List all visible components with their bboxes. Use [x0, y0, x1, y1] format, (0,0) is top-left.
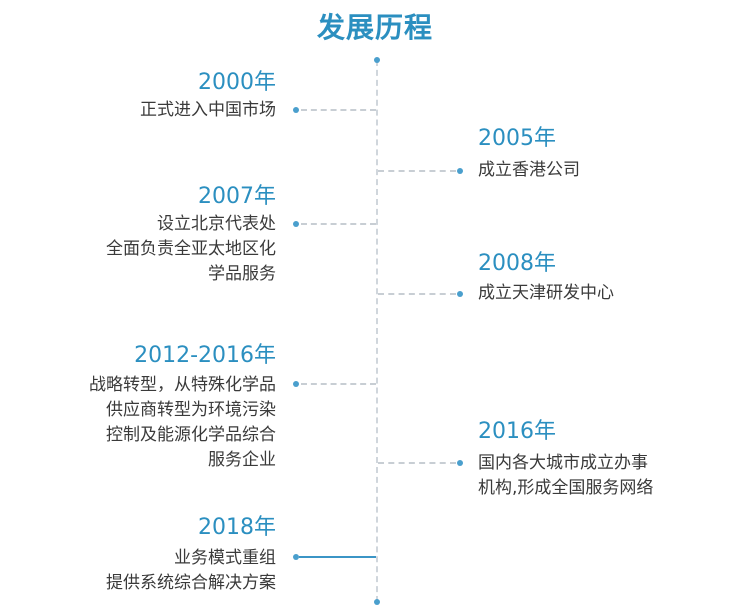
event-dot	[457, 168, 463, 174]
event-year: 2008年	[478, 251, 556, 276]
event-line: 成立天津研发中心	[478, 283, 614, 303]
event-year: 2018年	[198, 515, 276, 540]
event-dot	[293, 554, 299, 560]
event-description: 国内各大城市成立办事 机构,形成全国服务网络	[478, 451, 653, 501]
event-dot	[293, 381, 299, 387]
event-dot	[457, 291, 463, 297]
event-year: 2007年	[198, 184, 276, 209]
event-line: 业务模式重组	[174, 548, 276, 568]
event-line: 提供系统综合解决方案	[106, 573, 276, 593]
event-line: 控制及能源化学品综合	[106, 425, 276, 445]
event-year: 2012-2016年	[134, 343, 276, 368]
timeline-bottom-dot	[374, 599, 380, 605]
event-connector	[301, 109, 376, 111]
event-connector	[378, 170, 456, 172]
event-year: 2005年	[478, 126, 556, 151]
event-line: 战略转型，从特殊化学品	[89, 375, 276, 395]
event-line: 服务企业	[208, 450, 276, 470]
event-year: 2016年	[478, 419, 556, 444]
event-description: 成立香港公司	[478, 158, 580, 183]
event-line: 机构,形成全国服务网络	[478, 478, 654, 498]
event-description: 战略转型，从特殊化学品 供应商转型为环境污染 控制及能源化学品综合 服务企业	[89, 373, 276, 473]
event-description: 设立北京代表处 全面负责全亚太地区化 学品服务	[106, 212, 276, 287]
event-connector	[301, 383, 376, 385]
event-line: 学品服务	[208, 264, 276, 284]
event-connector	[378, 293, 456, 295]
timeline-top-dot	[374, 57, 380, 63]
event-description: 成立天津研发中心	[478, 281, 614, 306]
event-line: 国内各大城市成立办事	[478, 453, 648, 473]
event-line: 正式进入中国市场	[140, 100, 276, 120]
event-description: 正式进入中国市场	[140, 98, 276, 123]
page-title: 发展历程	[316, 11, 433, 44]
event-connector	[378, 462, 456, 464]
event-dot	[293, 107, 299, 113]
event-dot	[457, 460, 463, 466]
event-year: 2000年	[198, 70, 276, 95]
event-dot	[293, 221, 299, 227]
event-line: 供应商转型为环境污染	[106, 400, 276, 420]
event-connector	[301, 223, 376, 225]
event-line: 设立北京代表处	[157, 214, 276, 234]
timeline-axis	[376, 60, 378, 602]
event-description: 业务模式重组 提供系统综合解决方案	[106, 546, 276, 596]
event-line: 成立香港公司	[478, 160, 580, 180]
event-connector	[299, 556, 376, 558]
event-line: 全面负责全亚太地区化	[106, 239, 276, 259]
